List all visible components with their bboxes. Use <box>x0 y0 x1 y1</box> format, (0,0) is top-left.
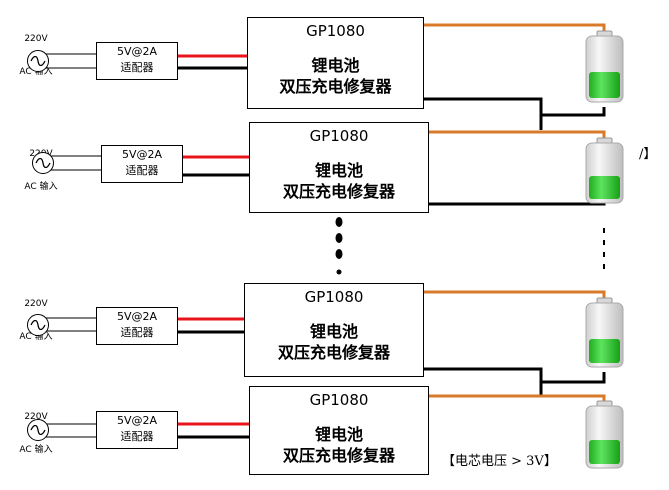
vertical-ellipsis-icon <box>603 228 605 269</box>
adapter-box: 5V@2A 适配器 <box>96 307 178 345</box>
module-title: 锂电池 <box>314 425 363 444</box>
adapter-label: 适配器 <box>125 164 159 177</box>
module-subtitle: 双压充电修复器 <box>282 182 395 201</box>
ac-plug-icon <box>32 152 54 174</box>
ac-input-text: AC 输入 <box>19 445 53 455</box>
adapter-box: 5V@2A 适配器 <box>96 42 178 80</box>
cell-voltage-note: 【电芯电压 > 3V】 <box>442 454 557 469</box>
adapter-box: 5V@2A 适配器 <box>96 411 178 449</box>
charger-module: GP1080 锂电池 双压充电修复器 <box>247 17 424 109</box>
module-title: 锂电池 <box>309 322 358 341</box>
cell-voltage-note-partial: /】 <box>639 147 657 162</box>
vertical-ellipsis-icon <box>335 217 343 275</box>
adapter-rating: 5V@2A <box>116 414 158 427</box>
adapter-label: 适配器 <box>120 61 154 74</box>
ac-plug-icon <box>27 314 49 336</box>
ac-voltage-text: 220V <box>24 34 48 44</box>
module-model: GP1080 <box>306 22 365 40</box>
module-title: 锂电池 <box>314 161 363 180</box>
module-model: GP1080 <box>309 127 369 145</box>
adapter-box: 5V@2A 适配器 <box>101 145 183 183</box>
battery-icon <box>585 137 624 204</box>
module-model: GP1080 <box>304 288 364 306</box>
charger-module: GP1080 锂电池 双压充电修复器 <box>249 386 429 475</box>
ac-input-text: AC 输入 <box>24 182 58 192</box>
module-subtitle: 双压充电修复器 <box>279 77 392 96</box>
ac-input-text: AC 输入 <box>19 332 53 342</box>
ac-plug-icon <box>27 50 49 72</box>
adapter-rating: 5V@2A <box>116 45 158 58</box>
module-subtitle: 双压充电修复器 <box>282 446 395 465</box>
ac-input-text: AC 输入 <box>19 67 53 77</box>
ac-voltage-text: 220V <box>24 412 48 422</box>
ac-voltage-text: 220V <box>24 299 48 309</box>
charger-module: GP1080 锂电池 双压充电修复器 <box>244 283 424 377</box>
ac-plug-icon <box>27 419 49 441</box>
adapter-rating: 5V@2A <box>121 148 163 161</box>
adapter-label: 适配器 <box>120 326 154 339</box>
module-subtitle: 双压充电修复器 <box>277 343 390 362</box>
battery-icon <box>585 297 624 368</box>
ac-input-wires <box>45 53 101 438</box>
ac-input-label: 220V AC 输入 <box>6 277 66 354</box>
adapter-rating: 5V@2A <box>116 310 158 323</box>
module-title: 锂电池 <box>311 56 360 75</box>
adapter-label: 适配器 <box>120 430 154 443</box>
battery-wires <box>424 23 606 403</box>
dc-wires <box>178 54 249 439</box>
ac-input-label: 220V AC 输入 <box>6 12 66 89</box>
battery-icon <box>585 400 624 469</box>
battery-icon <box>585 30 624 103</box>
ac-input-label: 220V AC 输入 <box>6 390 66 467</box>
module-model: GP1080 <box>309 391 369 409</box>
charger-module: GP1080 锂电池 双压充电修复器 <box>249 122 429 213</box>
